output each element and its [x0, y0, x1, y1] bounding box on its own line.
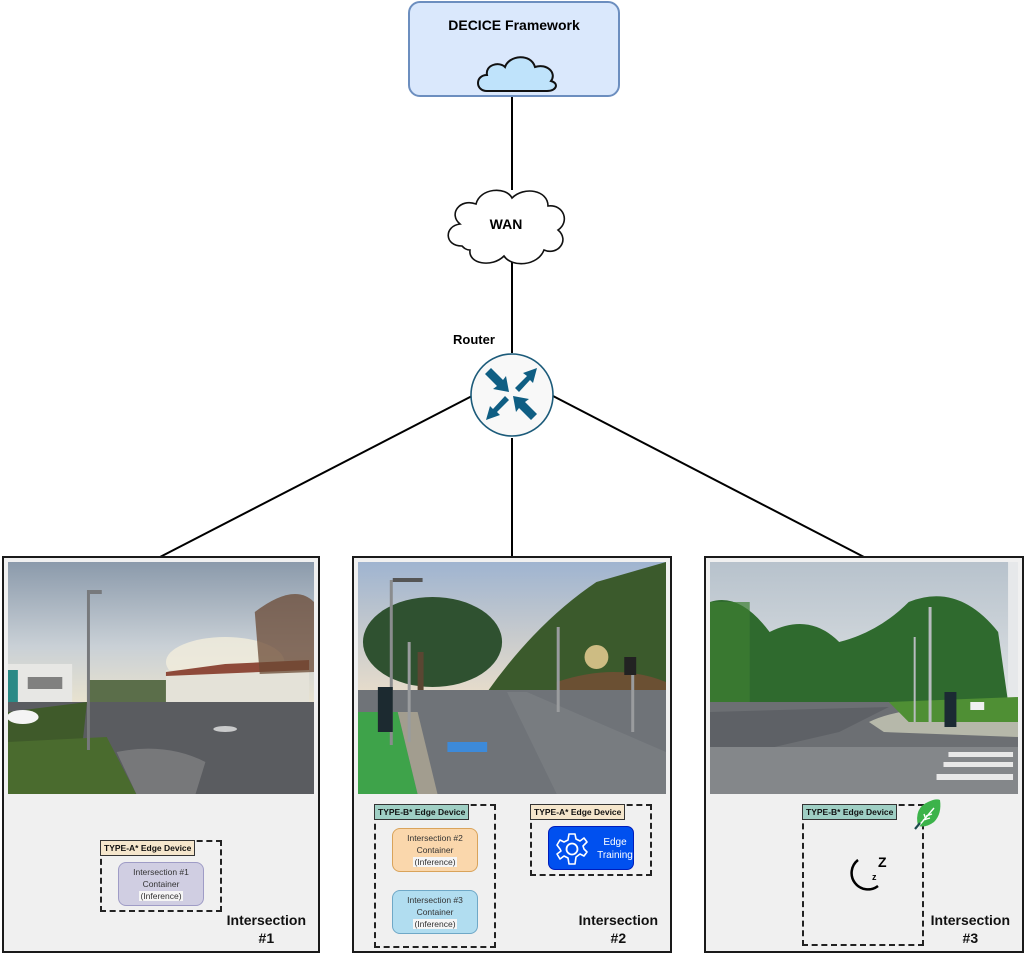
container-type: Container — [416, 845, 454, 855]
intersection-2-container[interactable]: Intersection #2 Container (Inference) — [392, 828, 478, 872]
edge-training-block[interactable]: Edge Training — [548, 826, 634, 870]
router-label: Router — [453, 332, 495, 347]
street-photo-cloudy-parking-lot — [8, 562, 314, 794]
decice-framework-node[interactable]: DECICE Framework — [408, 1, 620, 97]
wan-label: WAN — [489, 216, 523, 232]
street-photo-tree-lined-road — [358, 562, 666, 794]
container-role: (Inference) — [413, 919, 457, 929]
intersection-2-panel[interactable]: TYPE-B* Edge Device Intersection #2 Cont… — [352, 556, 672, 953]
router-node[interactable] — [469, 352, 555, 438]
cloud-icon — [477, 56, 557, 92]
intersection-1-container[interactable]: Intersection #1 Container (Inference) — [118, 862, 204, 906]
type-a-edge-device[interactable]: TYPE-A* Edge Device Edge Training — [530, 804, 652, 876]
intersection-1-panel[interactable]: TYPE-A* Edge Device Intersection #1 Cont… — [2, 556, 320, 953]
edge-training-label: Edge Training — [597, 837, 633, 861]
container-name: Intersection #1 — [133, 867, 189, 877]
cloud-outline-icon — [447, 189, 566, 265]
type-b-edge-device[interactable]: TYPE-B* Edge Device Z z — [802, 804, 924, 946]
container-role: (Inference) — [413, 857, 457, 867]
device-type-badge: TYPE-A* Edge Device — [530, 804, 626, 820]
router-arrows-icon — [470, 353, 554, 437]
type-b-edge-device[interactable]: TYPE-B* Edge Device Intersection #2 Cont… — [374, 804, 496, 948]
sleep-z-small: z — [872, 872, 877, 882]
container-type: Container — [416, 907, 454, 917]
device-type-badge: TYPE-B* Edge Device — [802, 804, 898, 820]
intersection-3-panel[interactable]: TYPE-B* Edge Device Z z Intersection #3 — [704, 556, 1024, 953]
street-photo-pine-trees-crosswalk — [710, 562, 1018, 794]
container-role: (Inference) — [139, 891, 183, 901]
intersection-3-container[interactable]: Intersection #3 Container (Inference) — [392, 890, 478, 934]
intersection-title: Intersection #2 — [578, 912, 658, 946]
router-intersection3-link — [552, 395, 865, 558]
container-type: Container — [142, 879, 180, 889]
sleep-moon-icon — [850, 859, 879, 891]
wan-node[interactable]: WAN — [440, 184, 572, 268]
sleep-z-large: Z — [878, 854, 887, 870]
router-intersection1-link — [159, 395, 473, 558]
container-name: Intersection #2 — [407, 833, 463, 843]
device-type-badge: TYPE-A* Edge Device — [100, 840, 196, 856]
intersection-title: Intersection #3 — [930, 912, 1010, 946]
gear-icon — [556, 833, 588, 865]
type-a-edge-device[interactable]: TYPE-A* Edge Device Intersection #1 Cont… — [100, 840, 222, 912]
leaf-icon — [914, 799, 941, 830]
intersection-title: Intersection #1 — [226, 912, 306, 946]
framework-title: DECICE Framework — [448, 17, 580, 33]
device-type-badge: TYPE-B* Edge Device — [374, 804, 470, 820]
container-name: Intersection #3 — [407, 895, 463, 905]
